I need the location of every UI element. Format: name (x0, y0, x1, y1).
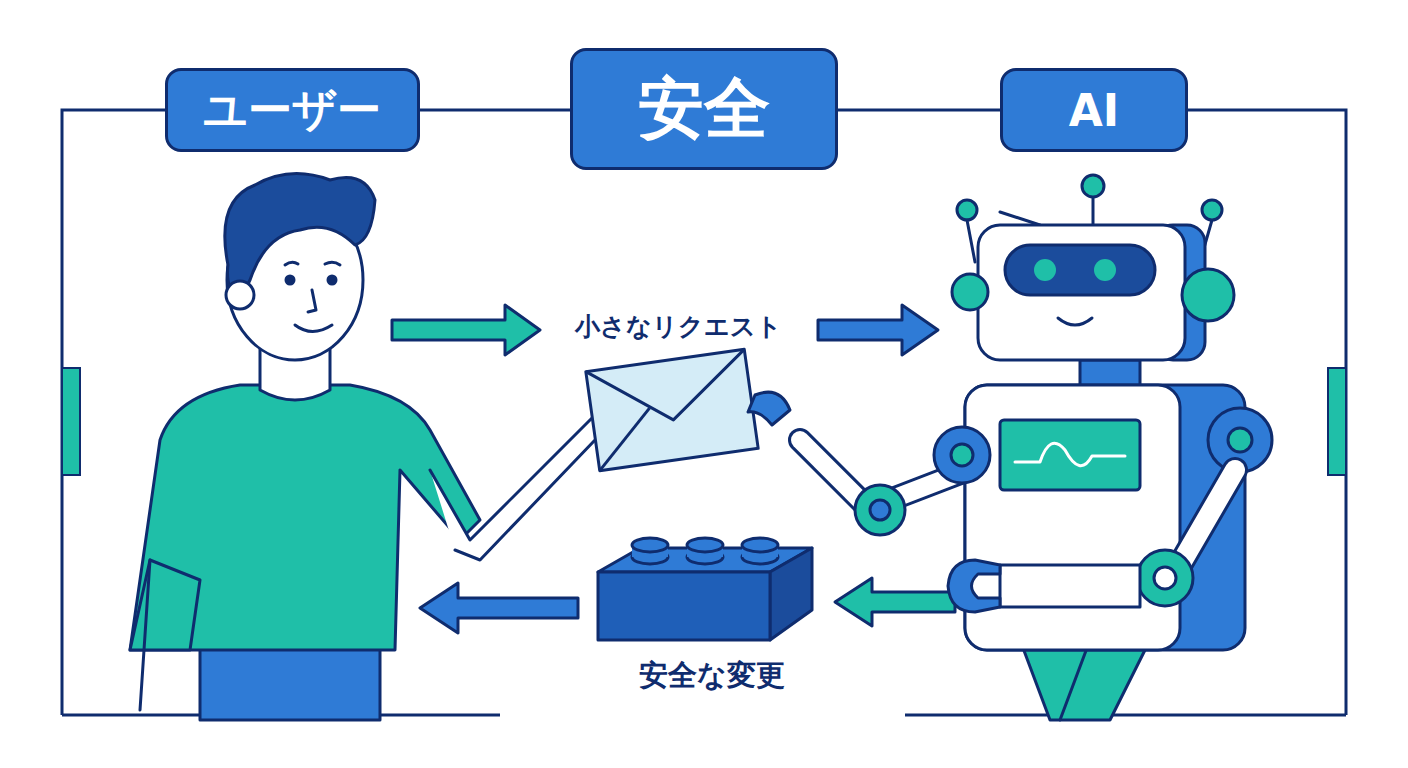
envelope (586, 349, 758, 470)
ai-robot (748, 175, 1272, 720)
brick (598, 538, 812, 640)
frame-tab (1328, 368, 1346, 475)
frame-tab (62, 368, 80, 475)
box-label: ユーザー (203, 81, 381, 140)
frame (62, 110, 1346, 715)
box-label: 安全 (638, 64, 770, 154)
actor-box: ユーザー (165, 68, 420, 152)
actor-box: AI (1000, 68, 1188, 152)
title-box: 安全 (570, 48, 838, 170)
arrow-label: 安全な変更 (635, 656, 789, 696)
arrow-label: 小さなリクエスト (571, 310, 786, 343)
box-label: AI (1069, 85, 1119, 136)
request-arrows (392, 305, 938, 355)
user-figure (130, 174, 615, 720)
